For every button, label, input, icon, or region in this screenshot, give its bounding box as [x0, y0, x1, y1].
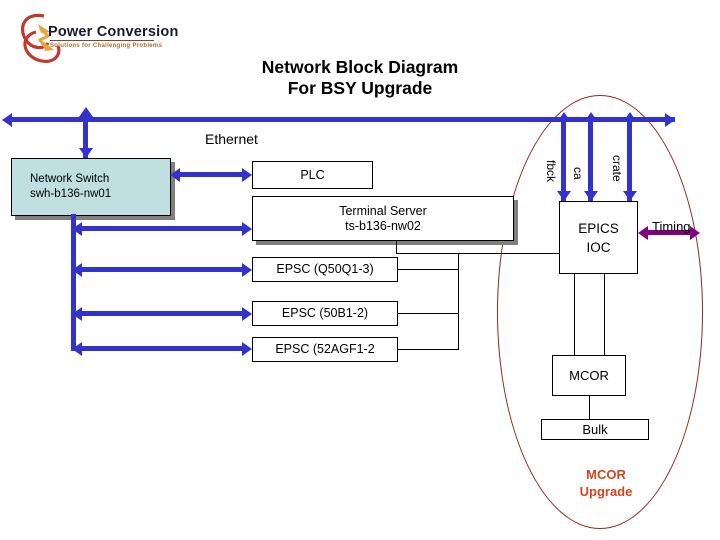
trunk-to-terminal-server-left-arrowhead: [72, 221, 82, 236]
switch-to-plc-line: [180, 172, 242, 177]
plc-label: PLC: [300, 167, 325, 182]
epics-ioc-line-2: IOC: [586, 239, 611, 255]
switch-uplink-up-arrowhead: [78, 107, 93, 117]
ca-down-arrowhead: [583, 191, 598, 201]
trunk-to-epsc-1-left-arrowhead: [72, 262, 82, 277]
company-logo: Power Conversion Solutions for Challengi…: [14, 10, 178, 68]
fbck-up-arrowhead: [556, 112, 571, 122]
fbck-label: fbck: [544, 160, 558, 183]
network-switch-box[interactable]: Network Switch swh-b136-nw01: [11, 158, 171, 216]
network-switch-name: Network Switch: [30, 173, 110, 185]
timing-right-arrowhead: [690, 225, 700, 240]
swirl-icon: [21, 13, 61, 63]
mcor-upgrade-caption: MCOR Upgrade: [556, 466, 656, 500]
trunk-to-epsc-2-line: [82, 311, 242, 316]
logo-tagline: Solutions for Challenging Problems: [50, 43, 163, 49]
ca-signal-line: [588, 119, 593, 201]
title-line-1: Network Block Diagram: [261, 57, 459, 77]
fbck-signal-line: [561, 119, 566, 201]
timing-left-arrowhead: [638, 225, 648, 240]
crate-label: crate: [610, 155, 624, 182]
crate-up-arrowhead: [622, 112, 637, 122]
epsc-2-to-collector-line: [398, 313, 458, 315]
bulk-box[interactable]: Bulk: [541, 419, 649, 440]
trunk-to-terminal-server-line: [82, 226, 242, 231]
ethernet-label: Ethernet: [205, 131, 258, 147]
terminal-server-name: Terminal Server: [339, 203, 427, 218]
epsc-box-50b1-2[interactable]: EPSC (50B1-2): [252, 301, 398, 326]
collector-to-ioc-line: [458, 253, 559, 255]
logo-brand-text: Power Conversion: [48, 24, 179, 40]
mcor-box[interactable]: MCOR: [552, 355, 626, 396]
ioc-to-mcor-line-right: [604, 274, 606, 355]
switch-uplink-line: [83, 114, 88, 158]
epsc-label-3: EPSC (52AGF1-2: [275, 342, 375, 356]
trunk-to-epsc-1-right-arrowhead: [242, 262, 252, 277]
trunk-to-epsc-3-right-arrowhead: [242, 341, 252, 356]
title-line-2: For BSY Upgrade: [287, 78, 433, 98]
trunk-to-epsc-3-line: [82, 346, 242, 351]
network-switch-hostname: swh-b136-nw01: [30, 188, 112, 200]
plc-box[interactable]: PLC: [252, 161, 373, 189]
logo-divider: [50, 40, 154, 41]
ethernet-backbone-line: [12, 117, 675, 122]
terminal-server-stub: [396, 241, 398, 253]
epics-ioc-line-1: EPICS: [578, 220, 619, 236]
mcor-label: MCOR: [569, 368, 609, 383]
terminal-server-to-collector-line: [396, 253, 458, 255]
mcor-to-bulk-line: [589, 396, 591, 419]
switch-to-plc-right-arrowhead: [242, 167, 252, 182]
trunk-to-epsc-2-left-arrowhead: [72, 306, 82, 321]
trunk-to-epsc-1-line: [82, 267, 242, 272]
epsc-3-to-collector-line: [398, 349, 458, 351]
trunk-to-epsc-2-right-arrowhead: [242, 306, 252, 321]
ioc-to-mcor-line-left: [574, 274, 576, 355]
trunk-to-terminal-server-right-arrowhead: [242, 221, 252, 236]
ethernet-left-arrowhead: [2, 112, 12, 127]
epsc-1-to-collector-line: [398, 269, 458, 271]
epsc-box-52agf1-2[interactable]: EPSC (52AGF1-2: [252, 337, 398, 362]
switch-to-plc-left-arrowhead: [170, 167, 180, 182]
page-title: Network Block Diagram For BSY Upgrade: [0, 57, 720, 99]
timing-line: [648, 230, 690, 235]
epsc-box-q50q1-3[interactable]: EPSC (Q50Q1-3): [252, 257, 398, 282]
mcor-upgrade-line-2: Upgrade: [579, 484, 633, 499]
terminal-server-box[interactable]: Terminal Server ts-b136-nw02: [252, 196, 514, 241]
ca-label: ca: [571, 167, 585, 180]
ethernet-right-arrowhead: [665, 112, 675, 127]
switch-downlink-trunk: [71, 214, 76, 351]
fbck-down-arrowhead: [556, 191, 571, 201]
trunk-to-epsc-3-left-arrowhead: [72, 341, 82, 356]
timing-label: Timing: [652, 219, 691, 234]
mcor-upgrade-scope-ellipse: [497, 95, 703, 529]
terminal-server-hostname: ts-b136-nw02: [345, 218, 421, 233]
epsc-label-1: EPSC (Q50Q1-3): [276, 262, 374, 276]
crate-signal-line: [627, 119, 632, 201]
epsc-label-2: EPSC (50B1-2): [281, 306, 369, 320]
ca-up-arrowhead: [583, 112, 598, 122]
bulk-label: Bulk: [582, 422, 608, 437]
switch-uplink-down-arrowhead: [78, 148, 93, 158]
mcor-upgrade-line-1: MCOR: [586, 467, 626, 482]
epics-ioc-box[interactable]: EPICS IOC: [559, 201, 638, 274]
device-collector-bus: [458, 253, 460, 350]
crate-down-arrowhead: [622, 191, 637, 201]
